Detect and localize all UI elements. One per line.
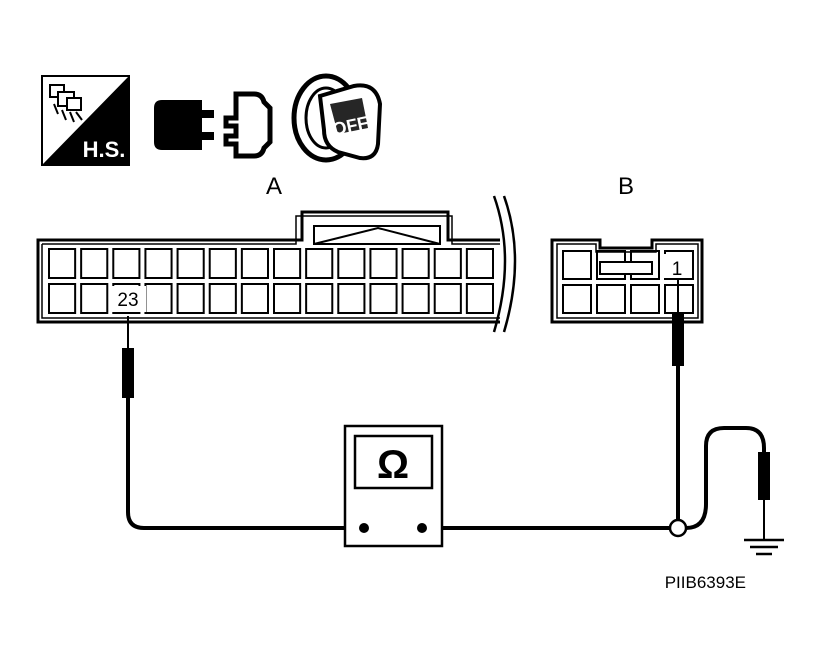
harness-sign-label: H.S. [83, 137, 126, 162]
connector-cavity [433, 248, 462, 279]
connector-cavity [369, 248, 398, 279]
connector-cavity [305, 283, 334, 314]
connector-cavity [337, 283, 366, 314]
connector-cavity [273, 248, 302, 279]
probe-wires [122, 280, 770, 540]
connector-cavity [48, 283, 77, 314]
connector-cavity [630, 284, 660, 314]
connector-a-label: A [266, 173, 282, 200]
connector-cavity [465, 283, 495, 314]
connector-cavity [176, 248, 205, 279]
harness-sign-icon: H.S. [41, 75, 130, 166]
ohm-icon: Ω [377, 443, 409, 487]
connector-cavity [112, 248, 141, 279]
figure-id: PIIB6393E [665, 573, 746, 592]
connector-cavity [208, 248, 237, 279]
connector-a-pin-label: 23 [117, 290, 138, 311]
ignition-switch-off-icon: OFF [291, 73, 383, 163]
ground-icon [744, 538, 784, 556]
connector-cavity [401, 248, 430, 279]
connector-cavity [273, 283, 302, 314]
connector-a: 23 [36, 195, 517, 333]
connector-cavity [144, 283, 173, 314]
connector-cavity [80, 248, 109, 279]
connector-cavity [433, 283, 462, 314]
connector-cavity [144, 248, 173, 279]
connector-b-pin-label: 1 [672, 259, 683, 280]
connector-cavity [176, 283, 205, 314]
connector-cavity [240, 248, 270, 279]
connector-cavity [369, 283, 398, 314]
connector-cavity [337, 248, 366, 279]
connector-cavity [208, 283, 237, 314]
connector-cavity [80, 283, 109, 314]
meter-terminal-left [359, 523, 369, 533]
connector-cavity [465, 248, 495, 279]
connector-cavity [562, 250, 592, 280]
ohmmeter: Ω [343, 424, 444, 548]
meter-terminal-right [417, 523, 427, 533]
connector-cavity [401, 283, 430, 314]
junction-node [668, 518, 688, 538]
connector-disconnect-icon [154, 91, 273, 159]
connector-cavity [48, 248, 77, 279]
connector-b: 1 [550, 238, 704, 324]
connector-cavity [596, 284, 626, 314]
connector-cavity [305, 248, 334, 279]
connector-cavity [240, 283, 270, 314]
connector-cavity [562, 284, 592, 314]
connector-b-label: B [618, 173, 634, 200]
